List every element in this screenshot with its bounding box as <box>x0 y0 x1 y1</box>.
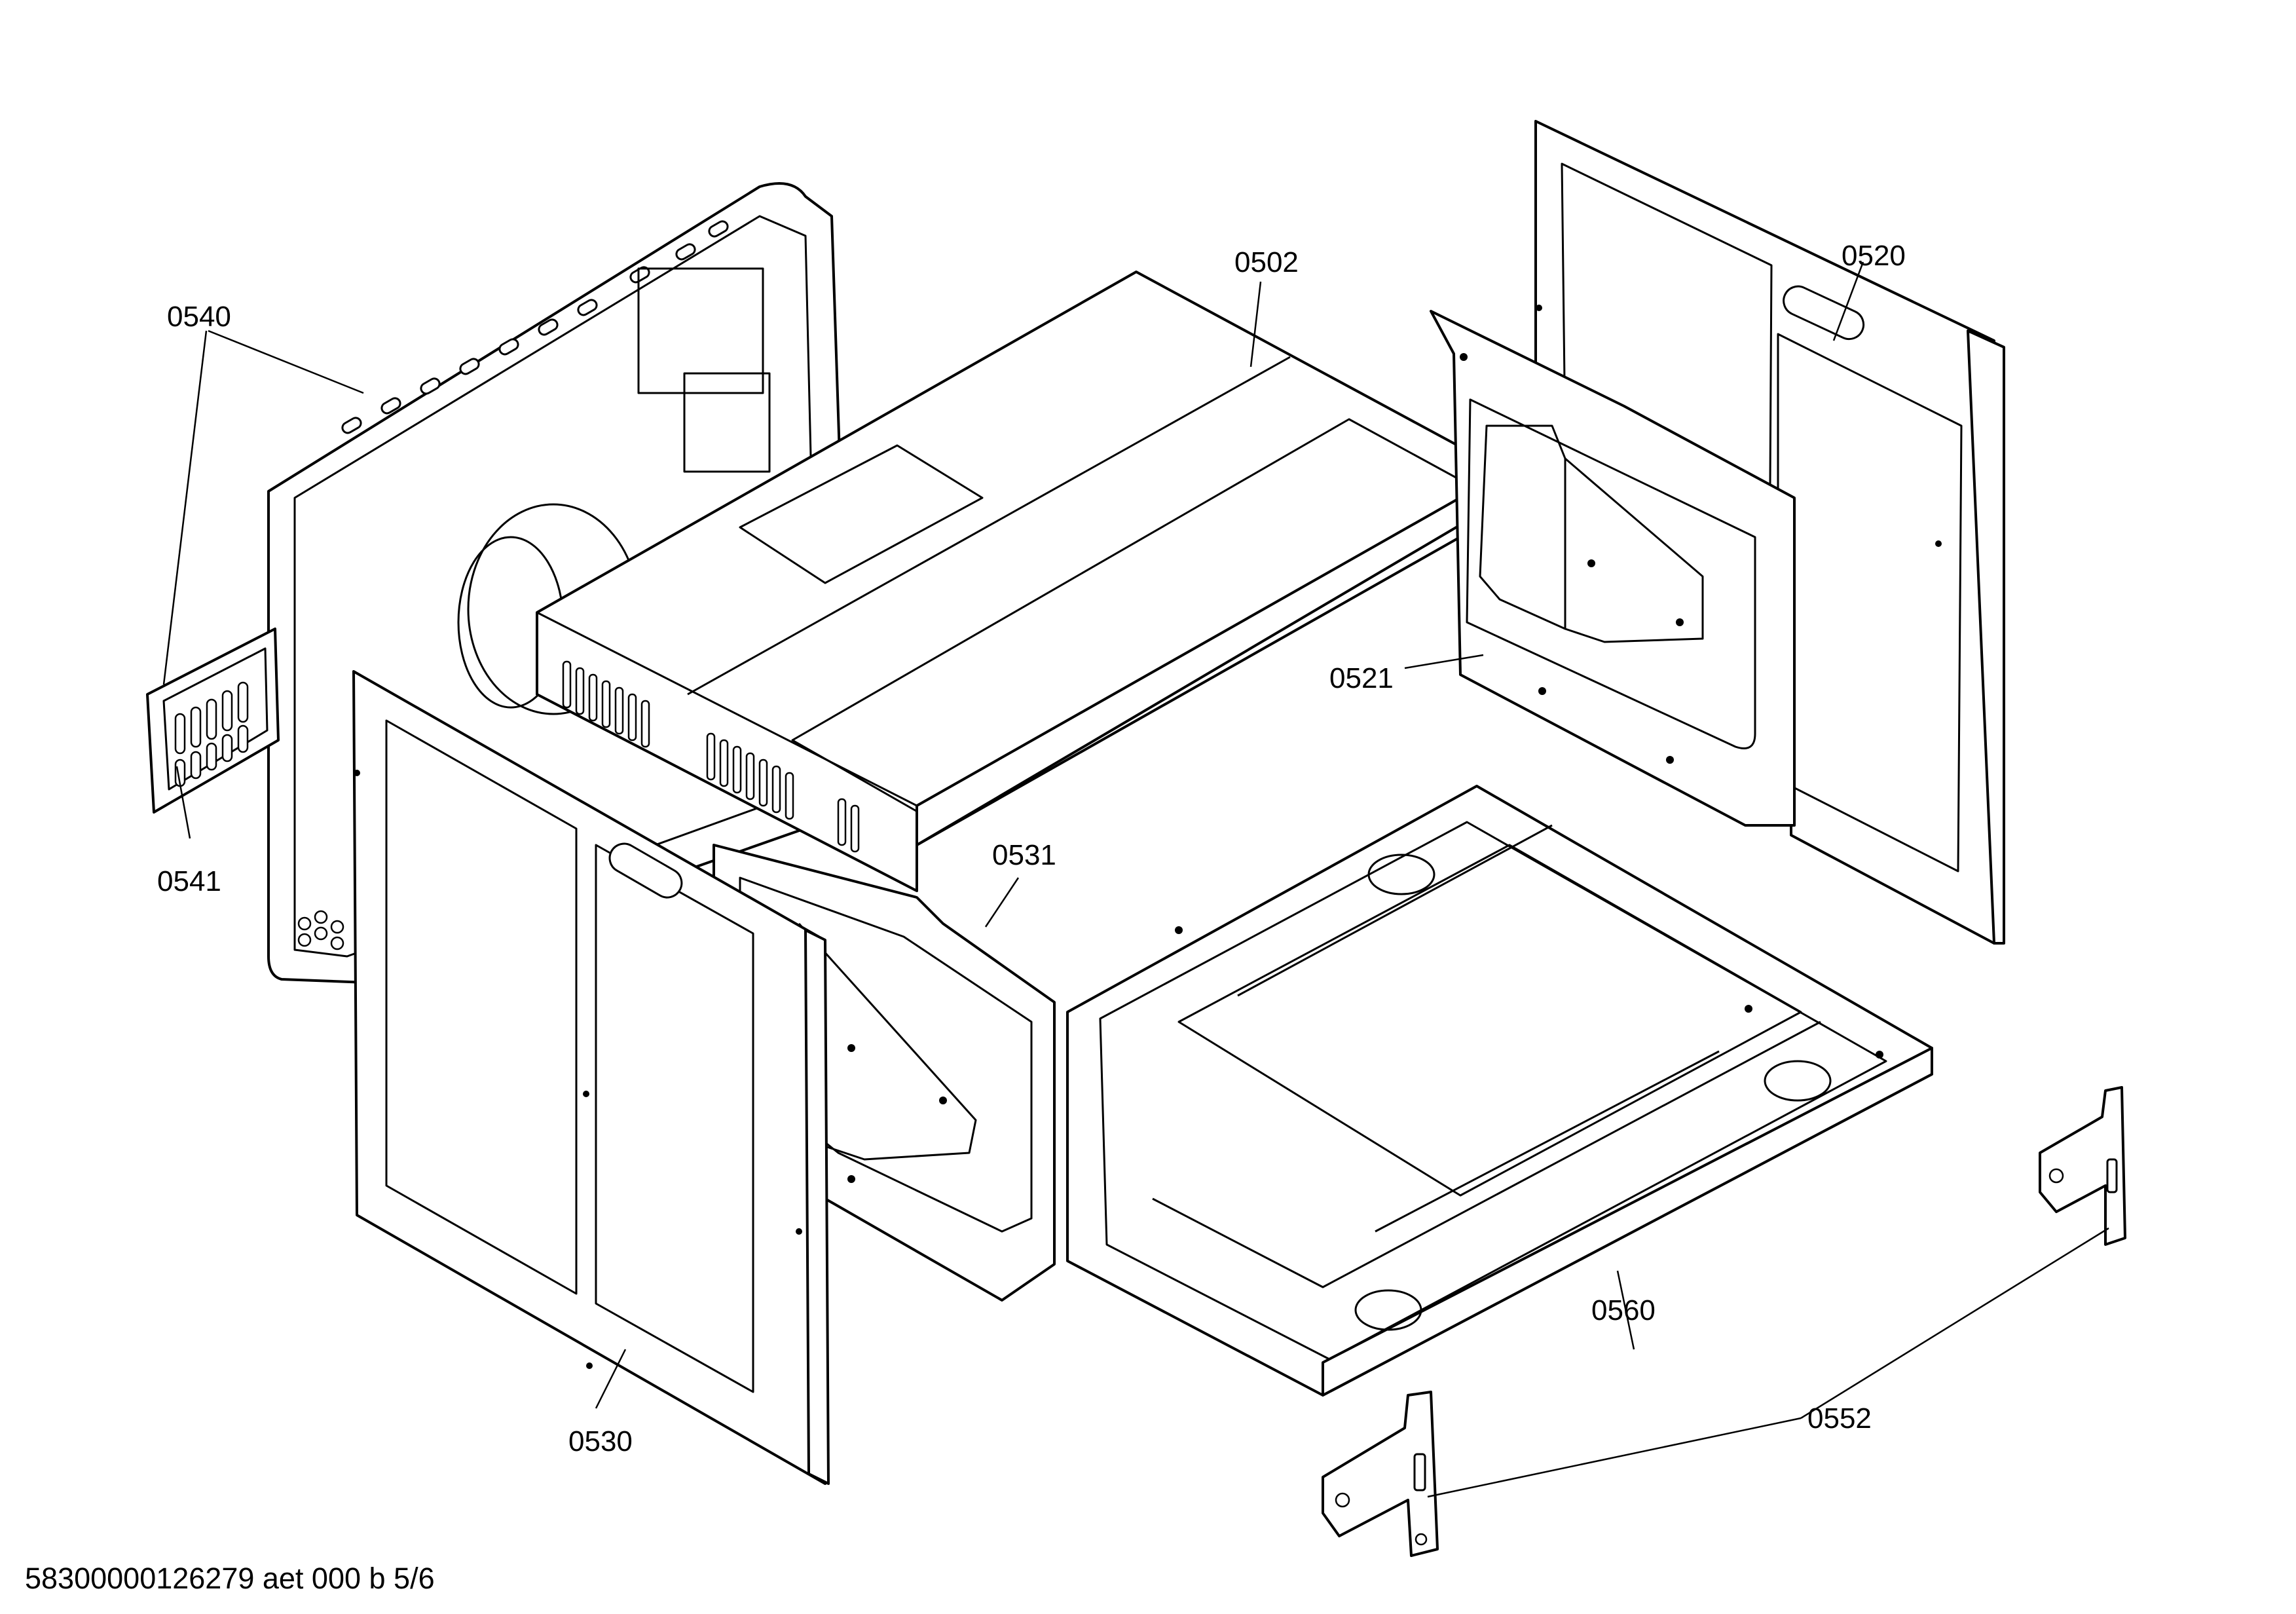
part-bottom-tray <box>1066 785 1933 1397</box>
callout-labels: 0502 0520 0521 0530 0531 0540 0541 0552 … <box>157 240 1906 1457</box>
callout-0560: 0560 <box>1591 1294 1656 1326</box>
leader-0541 <box>176 766 191 839</box>
callout-0531: 0531 <box>992 839 1056 871</box>
callout-0530: 0530 <box>568 1425 633 1457</box>
part-mounting-bracket-left <box>1322 1391 1439 1557</box>
leader-0521 <box>1404 654 1484 669</box>
callout-0502: 0502 <box>1234 246 1299 278</box>
leader-0520 <box>1832 261 1864 341</box>
leader-lines <box>162 261 2109 1498</box>
part-right-side-panel <box>1430 310 1796 827</box>
callout-0540: 0540 <box>167 301 231 333</box>
leader-0531 <box>984 877 1020 928</box>
back-frame-vent-grid <box>297 910 344 950</box>
document-reference: 58300000126279 aet 000 b 5/6 <box>25 1562 435 1595</box>
back-frame-slots <box>341 220 729 434</box>
leader-0552-b <box>1427 1417 1802 1498</box>
callout-0541: 0541 <box>157 865 221 897</box>
leader-0552-a <box>1800 1227 2109 1419</box>
callout-0552: 0552 <box>1807 1402 1872 1435</box>
vent-plate-slots <box>174 681 249 787</box>
leader-0560 <box>1616 1270 1635 1350</box>
leader-0502 <box>1250 281 1262 367</box>
part-vent-plate <box>146 628 280 814</box>
part-left-side-wall <box>352 670 830 1485</box>
callout-0520: 0520 <box>1842 240 1906 272</box>
part-top-housing <box>536 271 1508 892</box>
housing-vents <box>562 660 860 853</box>
callout-0521: 0521 <box>1329 662 1394 694</box>
leader-0530 <box>595 1349 627 1409</box>
part-mounting-bracket-right <box>2039 1086 2126 1246</box>
leader-0540-a <box>208 329 364 394</box>
leader-0540-b <box>162 330 208 685</box>
